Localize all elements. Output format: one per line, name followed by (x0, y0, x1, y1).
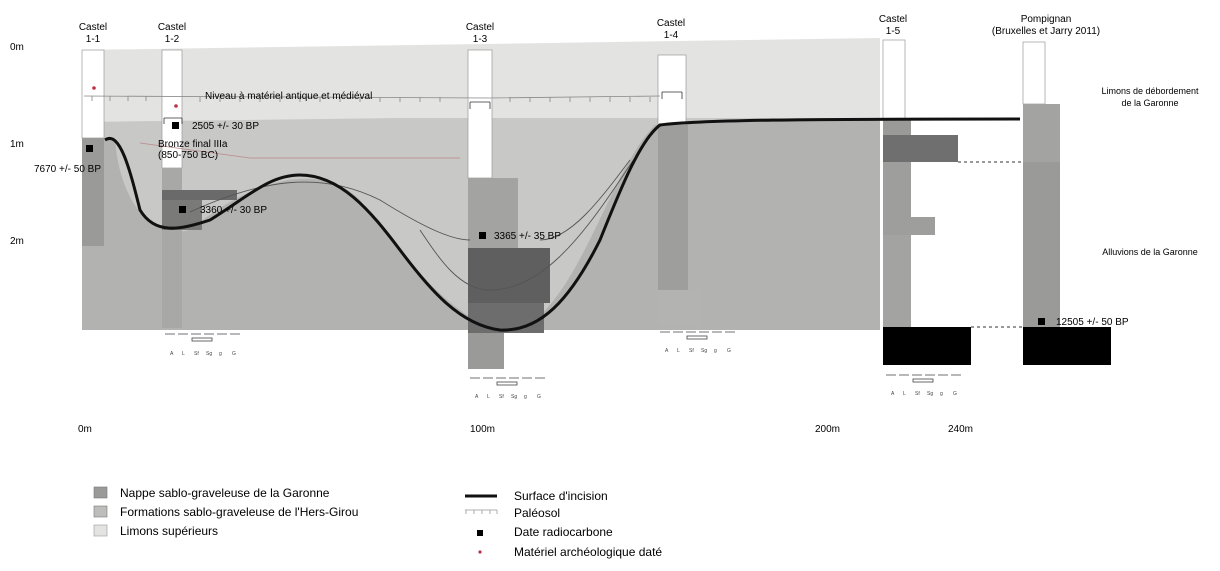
date-label: 12505 +/- 50 BP (1056, 317, 1129, 328)
niveau-annotation: Niveau à matériel antique et médiéval (205, 91, 372, 102)
core-name: 1-3 (473, 34, 488, 45)
distance-label: 240m (948, 424, 973, 435)
legend-swatch-paleosol (465, 509, 498, 514)
svg-text:L: L (903, 391, 906, 397)
core-name: 1-1 (86, 34, 101, 45)
legend-label-paleosol: Paléosol (514, 506, 560, 520)
archaeological-material-dot (92, 86, 96, 90)
svg-text:G: G (232, 351, 236, 357)
unit-label: Alluvions de la Garonne (1102, 247, 1198, 257)
distance-label: 0m (78, 424, 92, 435)
svg-text:Sg: Sg (511, 394, 517, 400)
svg-text:A: A (170, 351, 174, 357)
date-label: 2505 +/- 30 BP (192, 121, 259, 132)
legend-swatch-radiocarbone (477, 530, 483, 536)
archaeological-material-dot (174, 104, 178, 108)
core-name: Castel (466, 22, 494, 33)
bronze-annotation: (850-750 BC) (158, 150, 218, 161)
svg-text:Sf: Sf (915, 391, 920, 397)
date-label: 3360 +/- 30 BP (200, 205, 267, 216)
svg-text:G: G (727, 348, 731, 354)
core-castel-1-5 (882, 39, 971, 365)
radiocarbon-date-marker (1038, 318, 1045, 325)
core-castel-1-4 (657, 54, 700, 325)
core-name: Castel (79, 22, 107, 33)
legend-label-materiel: Matériel archéologique daté (514, 545, 662, 559)
depth-label: 1m (10, 139, 24, 150)
core-castel-1-1 (81, 49, 105, 246)
reference-core-name: (Bruxelles et Jarry 2011) (992, 26, 1100, 37)
svg-text:A: A (891, 391, 895, 397)
core-name: Castel (657, 18, 685, 29)
fill-boundary-line (539, 159, 631, 241)
svg-text:g: g (714, 348, 717, 354)
distance-label: 200m (815, 424, 840, 435)
core-name: Castel (158, 22, 186, 33)
svg-text:L: L (182, 351, 185, 357)
incision-surface-line (104, 117, 1021, 332)
legend-label-limons: Limons supérieurs (120, 524, 218, 538)
unit-label: de la Garonne (1121, 98, 1178, 108)
svg-text:Sg: Sg (927, 391, 933, 397)
distance-label: 100m (470, 424, 495, 435)
svg-text:G: G (537, 394, 541, 400)
depth-label: 0m (10, 42, 24, 53)
svg-text:Sf: Sf (194, 351, 199, 357)
radiocarbon-date-marker (172, 122, 179, 129)
svg-text:L: L (487, 394, 490, 400)
legend-label-surface: Surface d'incision (514, 489, 608, 503)
grain-scale-1-2 (165, 333, 240, 342)
core-castel-1-2 (161, 49, 237, 328)
svg-text:g: g (524, 394, 527, 400)
legend-label-radiocarbone: Date radiocarbone (514, 525, 613, 539)
svg-text:G: G (953, 391, 957, 397)
grain-scale-1-5 (886, 374, 961, 383)
svg-text:g: g (940, 391, 943, 397)
unit-label: Limons de débordement (1101, 86, 1199, 96)
svg-text:Sg: Sg (701, 348, 707, 354)
grain-scale-1-4 (660, 331, 735, 340)
svg-text:L: L (677, 348, 680, 354)
svg-text:A: A (475, 394, 479, 400)
legend-swatch-limons (93, 524, 108, 537)
reference-core-name: Pompignan (1021, 14, 1072, 25)
fill-boundary-line (189, 181, 471, 241)
core-name: 1-4 (664, 30, 679, 41)
svg-text:Sf: Sf (499, 394, 504, 400)
legend-swatch-materiel (478, 550, 482, 554)
legend-label-nappe: Nappe sablo-graveleuse de la Garonne (120, 486, 330, 500)
legend-swatch-nappe (93, 486, 108, 499)
radiocarbon-date-marker (86, 145, 93, 152)
svg-text:A: A (665, 348, 669, 354)
core-name: 1-5 (886, 26, 901, 37)
svg-text:g: g (219, 351, 222, 357)
radiocarbon-date-marker (479, 232, 486, 239)
depth-label: 2m (10, 236, 24, 247)
legend-swatch-hers (93, 505, 108, 518)
core-pompignan (1022, 41, 1111, 365)
grain-scale-1-3 (470, 377, 545, 386)
paleosol-line (83, 91, 683, 124)
core-name: Castel (879, 14, 907, 25)
legend-label-hers: Formations sablo-graveleuse de l'Hers-Gi… (120, 505, 358, 519)
bronze-annotation: Bronze final IIIa (158, 139, 228, 150)
radiocarbon-date-marker (179, 206, 186, 213)
core-name: 1-2 (165, 34, 180, 45)
date-label: 3365 +/- 35 BP (494, 231, 561, 242)
svg-text:Sg: Sg (206, 351, 212, 357)
svg-text:Sf: Sf (689, 348, 694, 354)
bronze-level-line (139, 142, 460, 159)
date-label: 7670 +/- 50 BP (34, 164, 101, 175)
